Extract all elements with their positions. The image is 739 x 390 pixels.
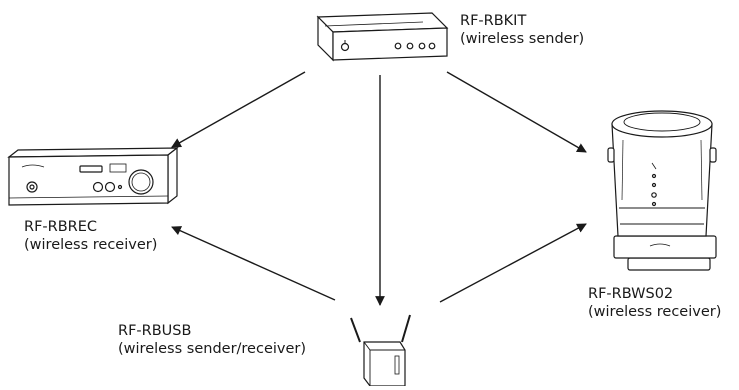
rf-rbkit-role: (wireless sender) [460,31,585,47]
rf-rbrec-model: RF-RBREC [24,219,98,235]
rf-rbws02-device-icon [607,110,717,271]
rf-rbws02-model: RF-RBWS02 [588,286,674,302]
arrow-kit-to-ws02 [446,71,587,153]
rf-rbrec-role: (wireless receiver) [24,237,158,253]
arrow-usb-to-rec [171,226,336,301]
rf-rbws02-label: RF-RBWS02 (wireless receiver) [588,285,721,321]
arrow-kit-to-rec [171,71,306,148]
rf-rbusb-label: RF-RBUSB (wireless sender/receiver) [118,322,306,358]
rf-rbrec-device-icon [7,146,179,206]
rf-rbkit-label: RF-RBKIT (wireless sender) [460,12,584,48]
rf-rbkit-device-icon [316,12,449,62]
connection-arrows [171,71,587,306]
arrow-usb-to-ws02 [439,223,587,303]
rf-rbkit-model: RF-RBKIT [460,13,527,29]
rf-rbusb-device-icon [350,314,411,387]
rf-rbws02-role: (wireless receiver) [588,304,722,320]
rf-rbrec-label: RF-RBREC (wireless receiver) [24,218,157,254]
rf-rbusb-model: RF-RBUSB [118,323,192,339]
rf-rbusb-role: (wireless sender/receiver) [118,341,307,357]
